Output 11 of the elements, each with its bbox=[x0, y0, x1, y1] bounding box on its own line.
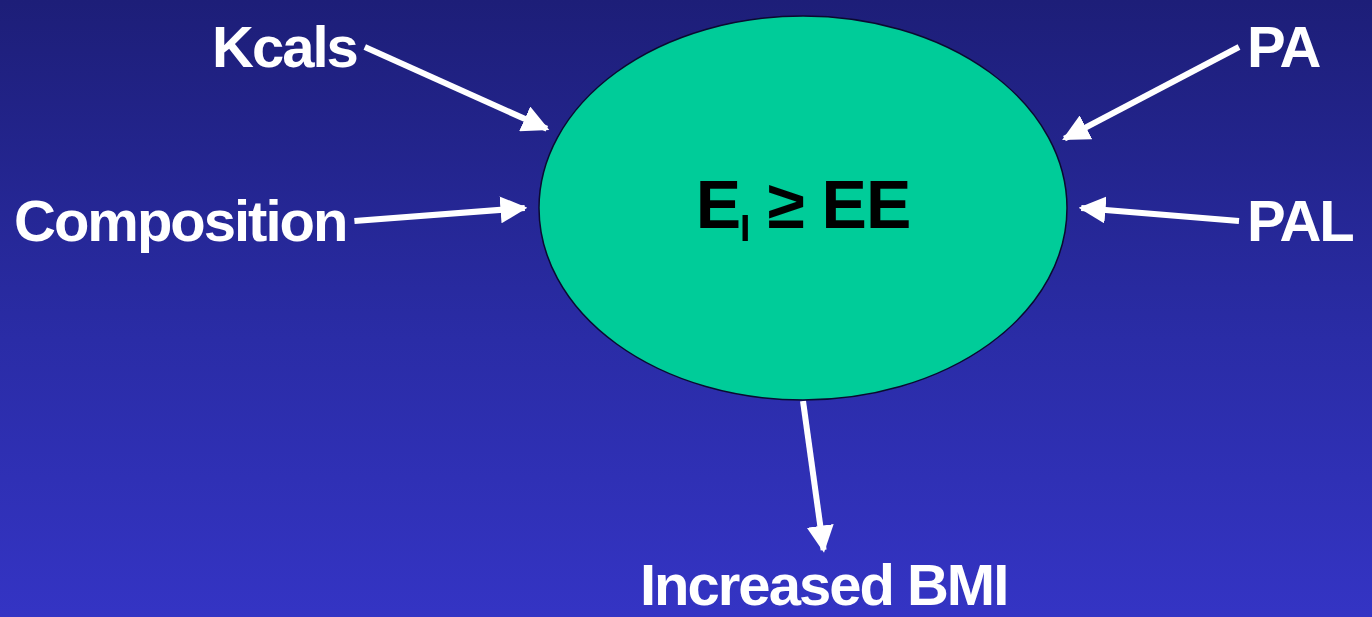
equation-text: E$_{I}$ ≥ EE bbox=[695, 165, 911, 251]
arrow bbox=[1062, 44, 1241, 142]
factor-label: PAL bbox=[1247, 192, 1353, 250]
factor-label: Increased BMI bbox=[640, 556, 1008, 614]
arrow bbox=[363, 44, 550, 132]
arrow bbox=[800, 400, 834, 553]
factor-label: Kcals bbox=[212, 18, 357, 76]
arrow bbox=[354, 196, 528, 224]
arrow bbox=[1078, 196, 1240, 224]
ellipse-node bbox=[538, 15, 1068, 401]
factor-label: PA bbox=[1247, 18, 1320, 76]
